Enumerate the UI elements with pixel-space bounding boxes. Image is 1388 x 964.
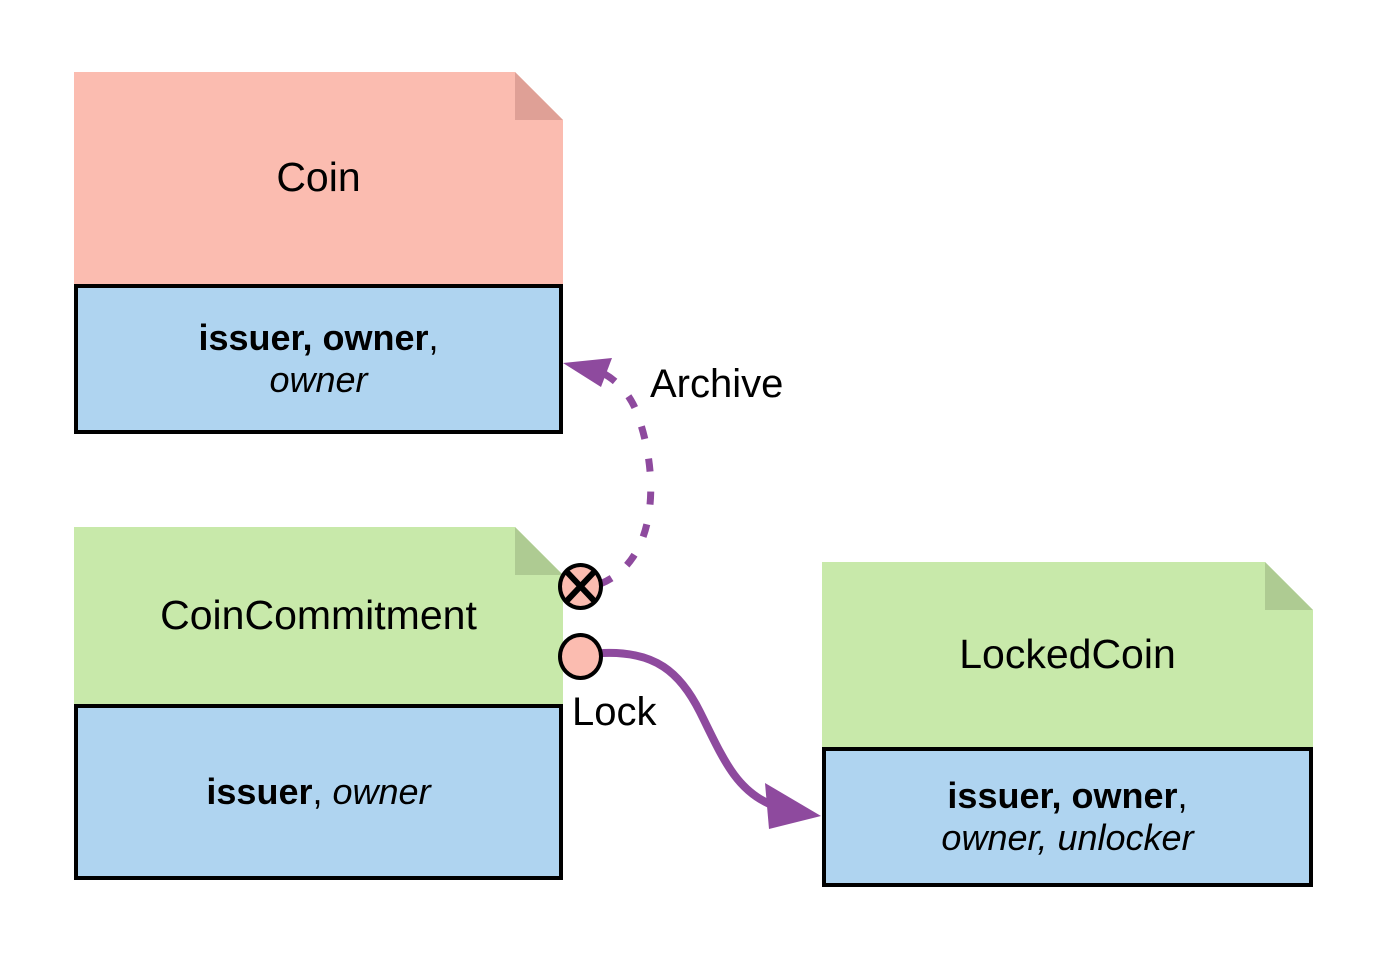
coin-parties-sep: ,: [428, 316, 439, 358]
coin-parties-signatories: issuer, owner: [198, 316, 429, 358]
coin-commitment-signatories: issuer: [206, 770, 313, 812]
locked-coin-signatories: issuer, owner: [947, 774, 1178, 816]
cross-icon: [563, 568, 598, 605]
nonconsuming-choice-icon[interactable]: [558, 633, 603, 680]
locked-coin-sep: ,: [1177, 774, 1188, 816]
consuming-choice-icon[interactable]: [558, 563, 603, 610]
coin-commitment-header: CoinCommitment: [74, 527, 563, 704]
coin-commitment-sep: ,: [312, 770, 323, 812]
template-coin[interactable]: Coin issuer, owner, owner: [74, 72, 563, 434]
coin-commitment-title: CoinCommitment: [160, 591, 477, 638]
archive-arrowhead-icon: [563, 358, 612, 387]
locked-coin-title: LockedCoin: [959, 630, 1176, 677]
coin-parties: issuer, owner, owner: [74, 284, 563, 434]
coin-commitment-header-fill: [74, 527, 563, 704]
coin-header: Coin: [74, 72, 563, 284]
coin-title: Coin: [276, 154, 361, 201]
lock-choice-label[interactable]: Lock: [572, 690, 657, 734]
archive-choice-label[interactable]: Archive: [650, 362, 784, 406]
template-locked-coin[interactable]: LockedCoin issuer, owner, owner, unlocke…: [822, 562, 1313, 887]
locked-coin-header: LockedCoin: [822, 562, 1313, 747]
locked-coin-parties: issuer, owner, owner, unlocker: [822, 747, 1313, 887]
coin-commitment-parties: issuer, owner: [74, 704, 563, 880]
locked-coin-observers: owner, unlocker: [941, 817, 1194, 858]
coin-commitment-observers: owner: [332, 770, 431, 812]
coin-header-fill: [74, 72, 563, 284]
template-coin-commitment[interactable]: CoinCommitment issuer, owner: [74, 527, 563, 880]
locked-coin-header-fill: [822, 562, 1313, 747]
lock-arrowhead-icon: [765, 783, 821, 829]
archive-edge-path: [590, 364, 655, 588]
coin-parties-observers: owner: [269, 359, 368, 400]
